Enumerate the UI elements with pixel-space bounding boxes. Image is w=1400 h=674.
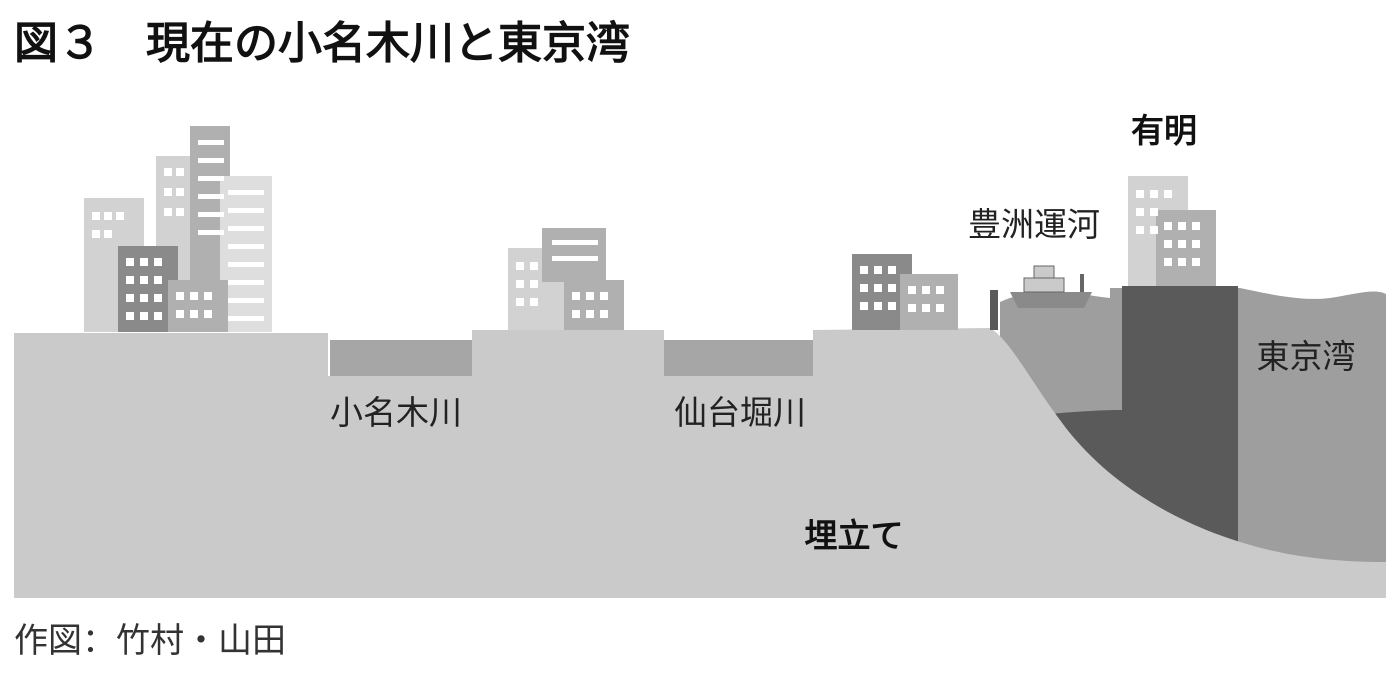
figure-title: 図３ 現在の小名木川と東京湾	[14, 18, 630, 69]
building-cluster-right	[852, 254, 958, 330]
building-cluster-left	[84, 126, 272, 332]
sendaibori-river-label: 仙台堀川	[674, 393, 806, 432]
onagi-river-channel	[330, 340, 472, 376]
onagi-river-label: 小名木川	[330, 393, 462, 432]
building-cluster-middle	[508, 228, 624, 330]
ariake-buildings	[1128, 176, 1216, 286]
figure-credit: 作図：竹村・山田	[14, 621, 286, 661]
pier-post	[990, 290, 998, 330]
ship-icon	[1010, 265, 1092, 308]
landfill-label: 埋立て	[805, 516, 904, 555]
sendaibori-river-channel	[664, 340, 813, 376]
ground	[14, 328, 1386, 598]
toyosu-canal-label: 豊洲運河	[968, 205, 1100, 244]
ariake-label: 有明	[1131, 111, 1197, 150]
tokyo-bay-label: 東京湾	[1257, 337, 1356, 376]
